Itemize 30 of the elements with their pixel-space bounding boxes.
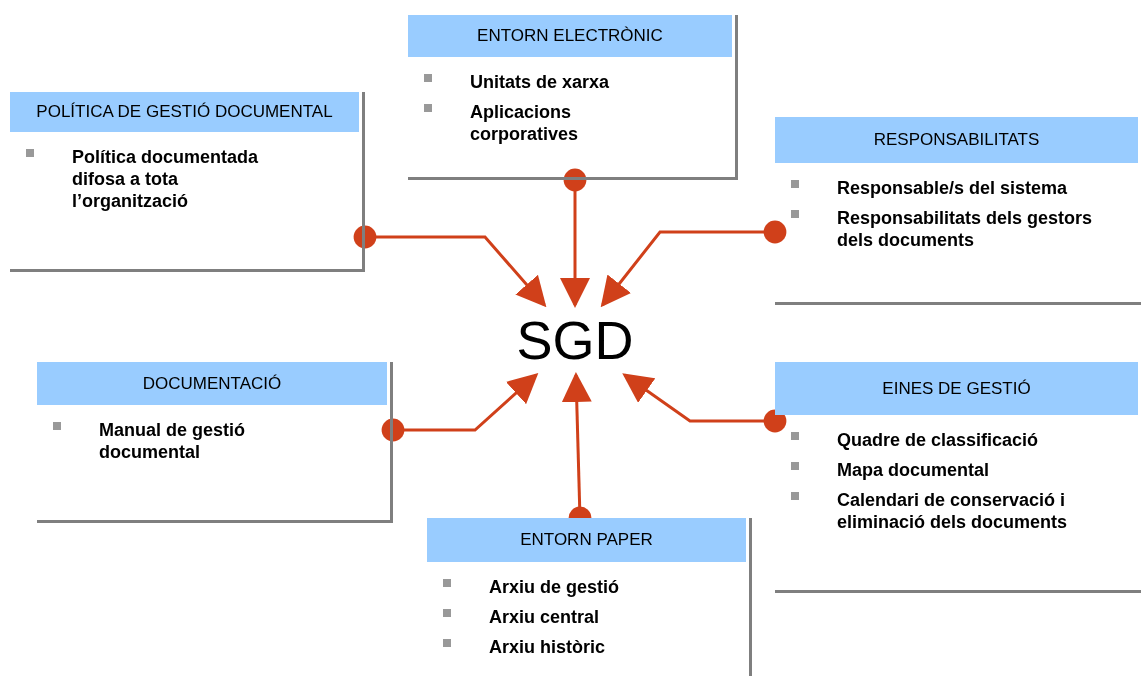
panel-header: EINES DE GESTIÓ — [775, 362, 1138, 415]
info-panel — [37, 362, 393, 523]
list-item-text: Mapa documental — [837, 459, 990, 481]
panel-header: DOCUMENTACIÓ — [37, 362, 387, 405]
list-item-text: Responsabilitats dels gestors dels documents — [837, 207, 1094, 251]
list-item-text: Manual de gestió documental — [99, 419, 247, 463]
arrow — [560, 168, 590, 308]
panel-header: ENTORN ELECTRÒNIC — [408, 15, 732, 57]
list-item-text: Unitats de xarxa — [470, 71, 610, 93]
info-panel — [427, 518, 752, 676]
list-item-text: Calendari de conservació i eliminació dels documents — [837, 489, 1069, 533]
arrow — [381, 373, 539, 442]
panel-header: RESPONSABILITATS — [775, 117, 1138, 163]
info-panel — [775, 117, 1141, 305]
info-panel — [408, 15, 738, 180]
list-item-text: Arxiu de gestió — [489, 576, 620, 598]
info-panel — [775, 362, 1141, 593]
arrow — [353, 225, 547, 308]
arrow — [622, 373, 787, 433]
list-item-text: Aplicacions corporatives — [470, 101, 580, 145]
info-panel — [10, 92, 365, 272]
center-label: SGD — [516, 310, 634, 370]
panel-header: POLÍTICA DE GESTIÓ DOCUMENTAL — [10, 92, 359, 132]
arrow — [600, 220, 787, 308]
list-item-text: Responsable/s del sistema — [837, 177, 1068, 199]
list-item-text: Política documentada difosa a tota l’organització — [72, 146, 260, 212]
list-item-text: Arxiu històric — [489, 636, 606, 658]
list-item-text: Arxiu central — [489, 606, 600, 628]
panel-header: ENTORN PAPER — [427, 518, 746, 562]
list-item-text: Quadre de classificació — [837, 429, 1039, 451]
